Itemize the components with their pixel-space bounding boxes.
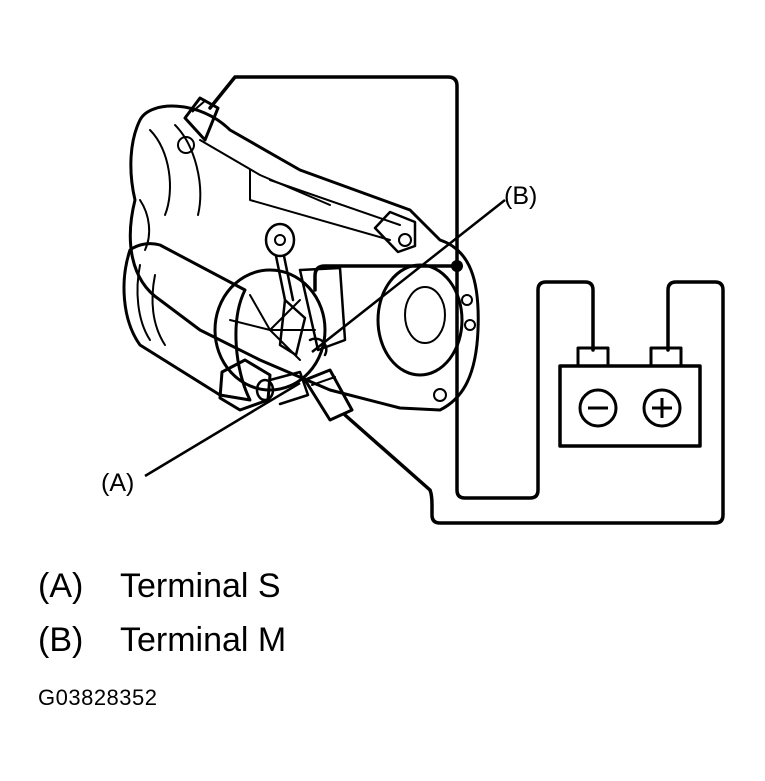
callout-b-leader	[311, 199, 506, 353]
legend-label: Terminal M	[120, 621, 287, 659]
solenoid-housing	[128, 104, 480, 412]
legend-key: (A)	[38, 567, 84, 605]
negative-symbol	[578, 388, 618, 428]
test-leads	[208, 75, 725, 525]
battery-terminal-positive	[649, 346, 683, 368]
drive-housing	[376, 263, 464, 377]
terminal-m-lead-wire	[313, 264, 459, 292]
callout-a-leader	[144, 381, 301, 478]
battery	[558, 346, 702, 448]
legend-row-terminal-s: (A) Terminal S	[38, 566, 281, 606]
callout-a-label: (A)	[101, 469, 134, 497]
legend-row-terminal-m: (B) Terminal M	[38, 620, 286, 660]
battery-case	[558, 364, 702, 448]
legend-label: Terminal S	[120, 567, 281, 605]
battery-terminal-negative	[576, 346, 610, 368]
legend-key: (B)	[38, 621, 84, 659]
upper-test-clip	[183, 96, 220, 142]
figure-code: G03828352	[38, 685, 158, 710]
upper-lead-wire	[208, 75, 595, 500]
positive-symbol	[642, 388, 682, 428]
callout-leaders	[144, 199, 506, 478]
junction-dot	[451, 260, 463, 272]
motor-barrel	[122, 242, 252, 402]
starter-test-diagram: (B) (A)	[101, 75, 725, 525]
lower-lead-wire	[343, 280, 725, 525]
callout-b-label: (B)	[504, 182, 537, 210]
